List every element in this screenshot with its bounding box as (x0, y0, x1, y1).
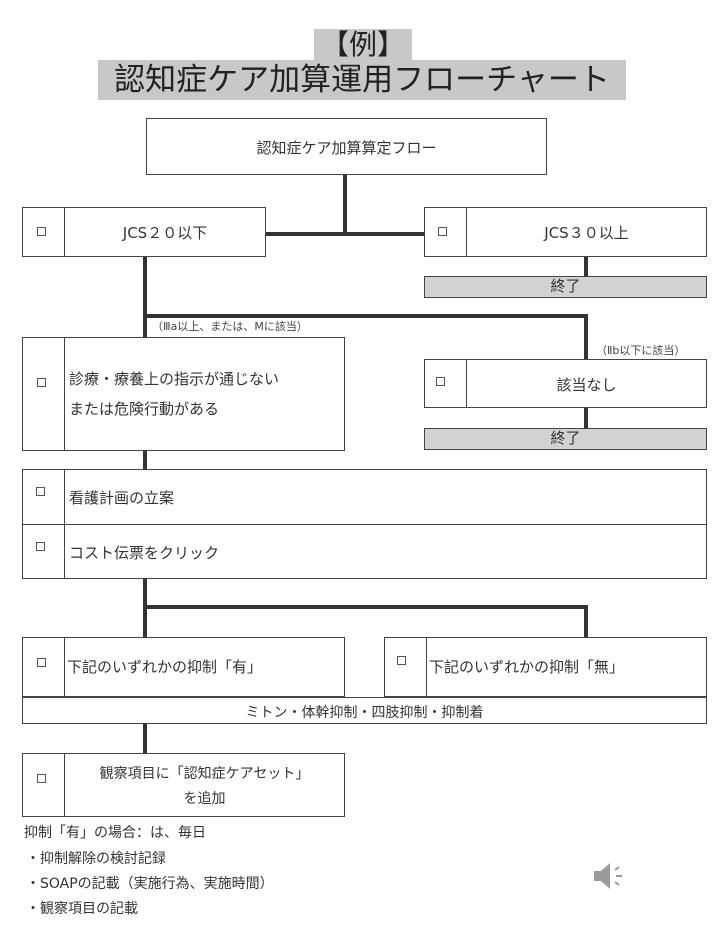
connector-top-down (343, 174, 347, 235)
checkbox-square-icon (397, 656, 406, 665)
connector-instruction-down (143, 450, 147, 469)
jcs30-checkbox[interactable] (425, 208, 467, 256)
restraint-yes-checkbox[interactable] (23, 638, 65, 696)
connector-jcs-horizontal (265, 232, 427, 236)
speaker-icon[interactable] (592, 858, 632, 894)
not-applicable-box: 該当なし (424, 359, 707, 408)
care-plan-label: 看護計画の立案 (69, 489, 175, 507)
connector-jcs30-end (584, 257, 588, 276)
jcs20-box: JCS２０以下 (22, 207, 266, 257)
end-box-2: 終了 (424, 428, 707, 450)
checkbox-square-icon (438, 227, 447, 236)
restraint-no-checkbox[interactable] (385, 638, 427, 696)
checkbox-square-icon (436, 377, 445, 386)
jcs30-box: JCS３０以上 (424, 207, 707, 257)
restraint-notes-heading: 抑制「有」の場合：は、毎日 (24, 825, 206, 841)
restraint-yes-box: 下記のいずれかの抑制「有」 (22, 637, 345, 697)
instruction-box: 診療・療養上の指示が通じない または危険行動がある (22, 337, 345, 451)
end-box-1: 終了 (424, 276, 707, 298)
note-left-condition: （Ⅲa以上、または、Ⅿに該当） (152, 320, 308, 333)
checkbox-square-icon (37, 774, 46, 783)
observation-line-2: を追加 (183, 791, 226, 807)
jcs20-label: JCS２０以下 (122, 224, 208, 242)
flow-start-box: 認知症ケア加算算定フロー (146, 118, 547, 175)
connector-list-down (143, 723, 147, 753)
observation-box: 観察項目に「認知症ケアセット」 を追加 (22, 753, 345, 817)
restraint-list-box: ミトン・体幹抑制・四肢抑制・抑制着 (22, 697, 707, 724)
title-example-label: 【例】 (314, 29, 412, 60)
restraint-note-item: ・SOAPの記載（実施行為、実施時間） (26, 876, 274, 892)
flow-start-label: 認知症ケア加算算定フロー (256, 139, 437, 157)
restraint-note-item: ・抑制解除の検討記録 (26, 851, 166, 867)
care-plan-checkbox-column (23, 470, 65, 578)
not-applicable-checkbox[interactable] (425, 360, 467, 407)
cost-label: コスト伝票をクリック (69, 544, 220, 562)
instruction-line-2: または危険行動がある (69, 400, 220, 418)
checkbox-square-icon (37, 378, 46, 387)
restraint-no-label: 下記のいずれかの抑制「無」 (429, 658, 625, 676)
observation-line-1: 観察項目に「認知症ケアセット」 (99, 766, 310, 782)
connector-branch-horizontal (143, 314, 588, 318)
cost-checkbox[interactable] (36, 542, 45, 551)
page-title: 認知症ケア加算運用フローチャート (98, 60, 626, 100)
care-plan-box: 看護計画の立案 コスト伝票をクリック (22, 469, 707, 579)
jcs30-label: JCS３０以上 (544, 224, 629, 242)
restraint-yes-label: 下記のいずれかの抑制「有」 (67, 658, 263, 676)
care-plan-checkbox[interactable] (36, 487, 45, 496)
checkbox-square-icon (37, 227, 46, 236)
jcs20-checkbox[interactable] (23, 208, 65, 256)
connector-branch-right-down (584, 314, 588, 359)
restraint-list-label: ミトン・体幹抑制・四肢抑制・抑制着 (245, 705, 484, 721)
connector-restraint-horizontal (143, 605, 588, 609)
restraint-no-box: 下記のいずれかの抑制「無」 (384, 637, 707, 697)
connector-na-end (584, 407, 588, 428)
restraint-note-item: ・観察項目の記載 (26, 901, 138, 917)
observation-checkbox[interactable] (23, 754, 65, 816)
connector-restraint-right-down (584, 605, 588, 637)
instruction-line-1: 診療・療養上の指示が通じない (69, 370, 280, 388)
connector-jcs20-down (143, 257, 147, 337)
note-right-condition: （Ⅱb以下に該当） (596, 344, 686, 357)
checkbox-square-icon (37, 658, 46, 667)
instruction-checkbox[interactable] (23, 338, 65, 450)
not-applicable-label: 該当なし (556, 376, 617, 394)
